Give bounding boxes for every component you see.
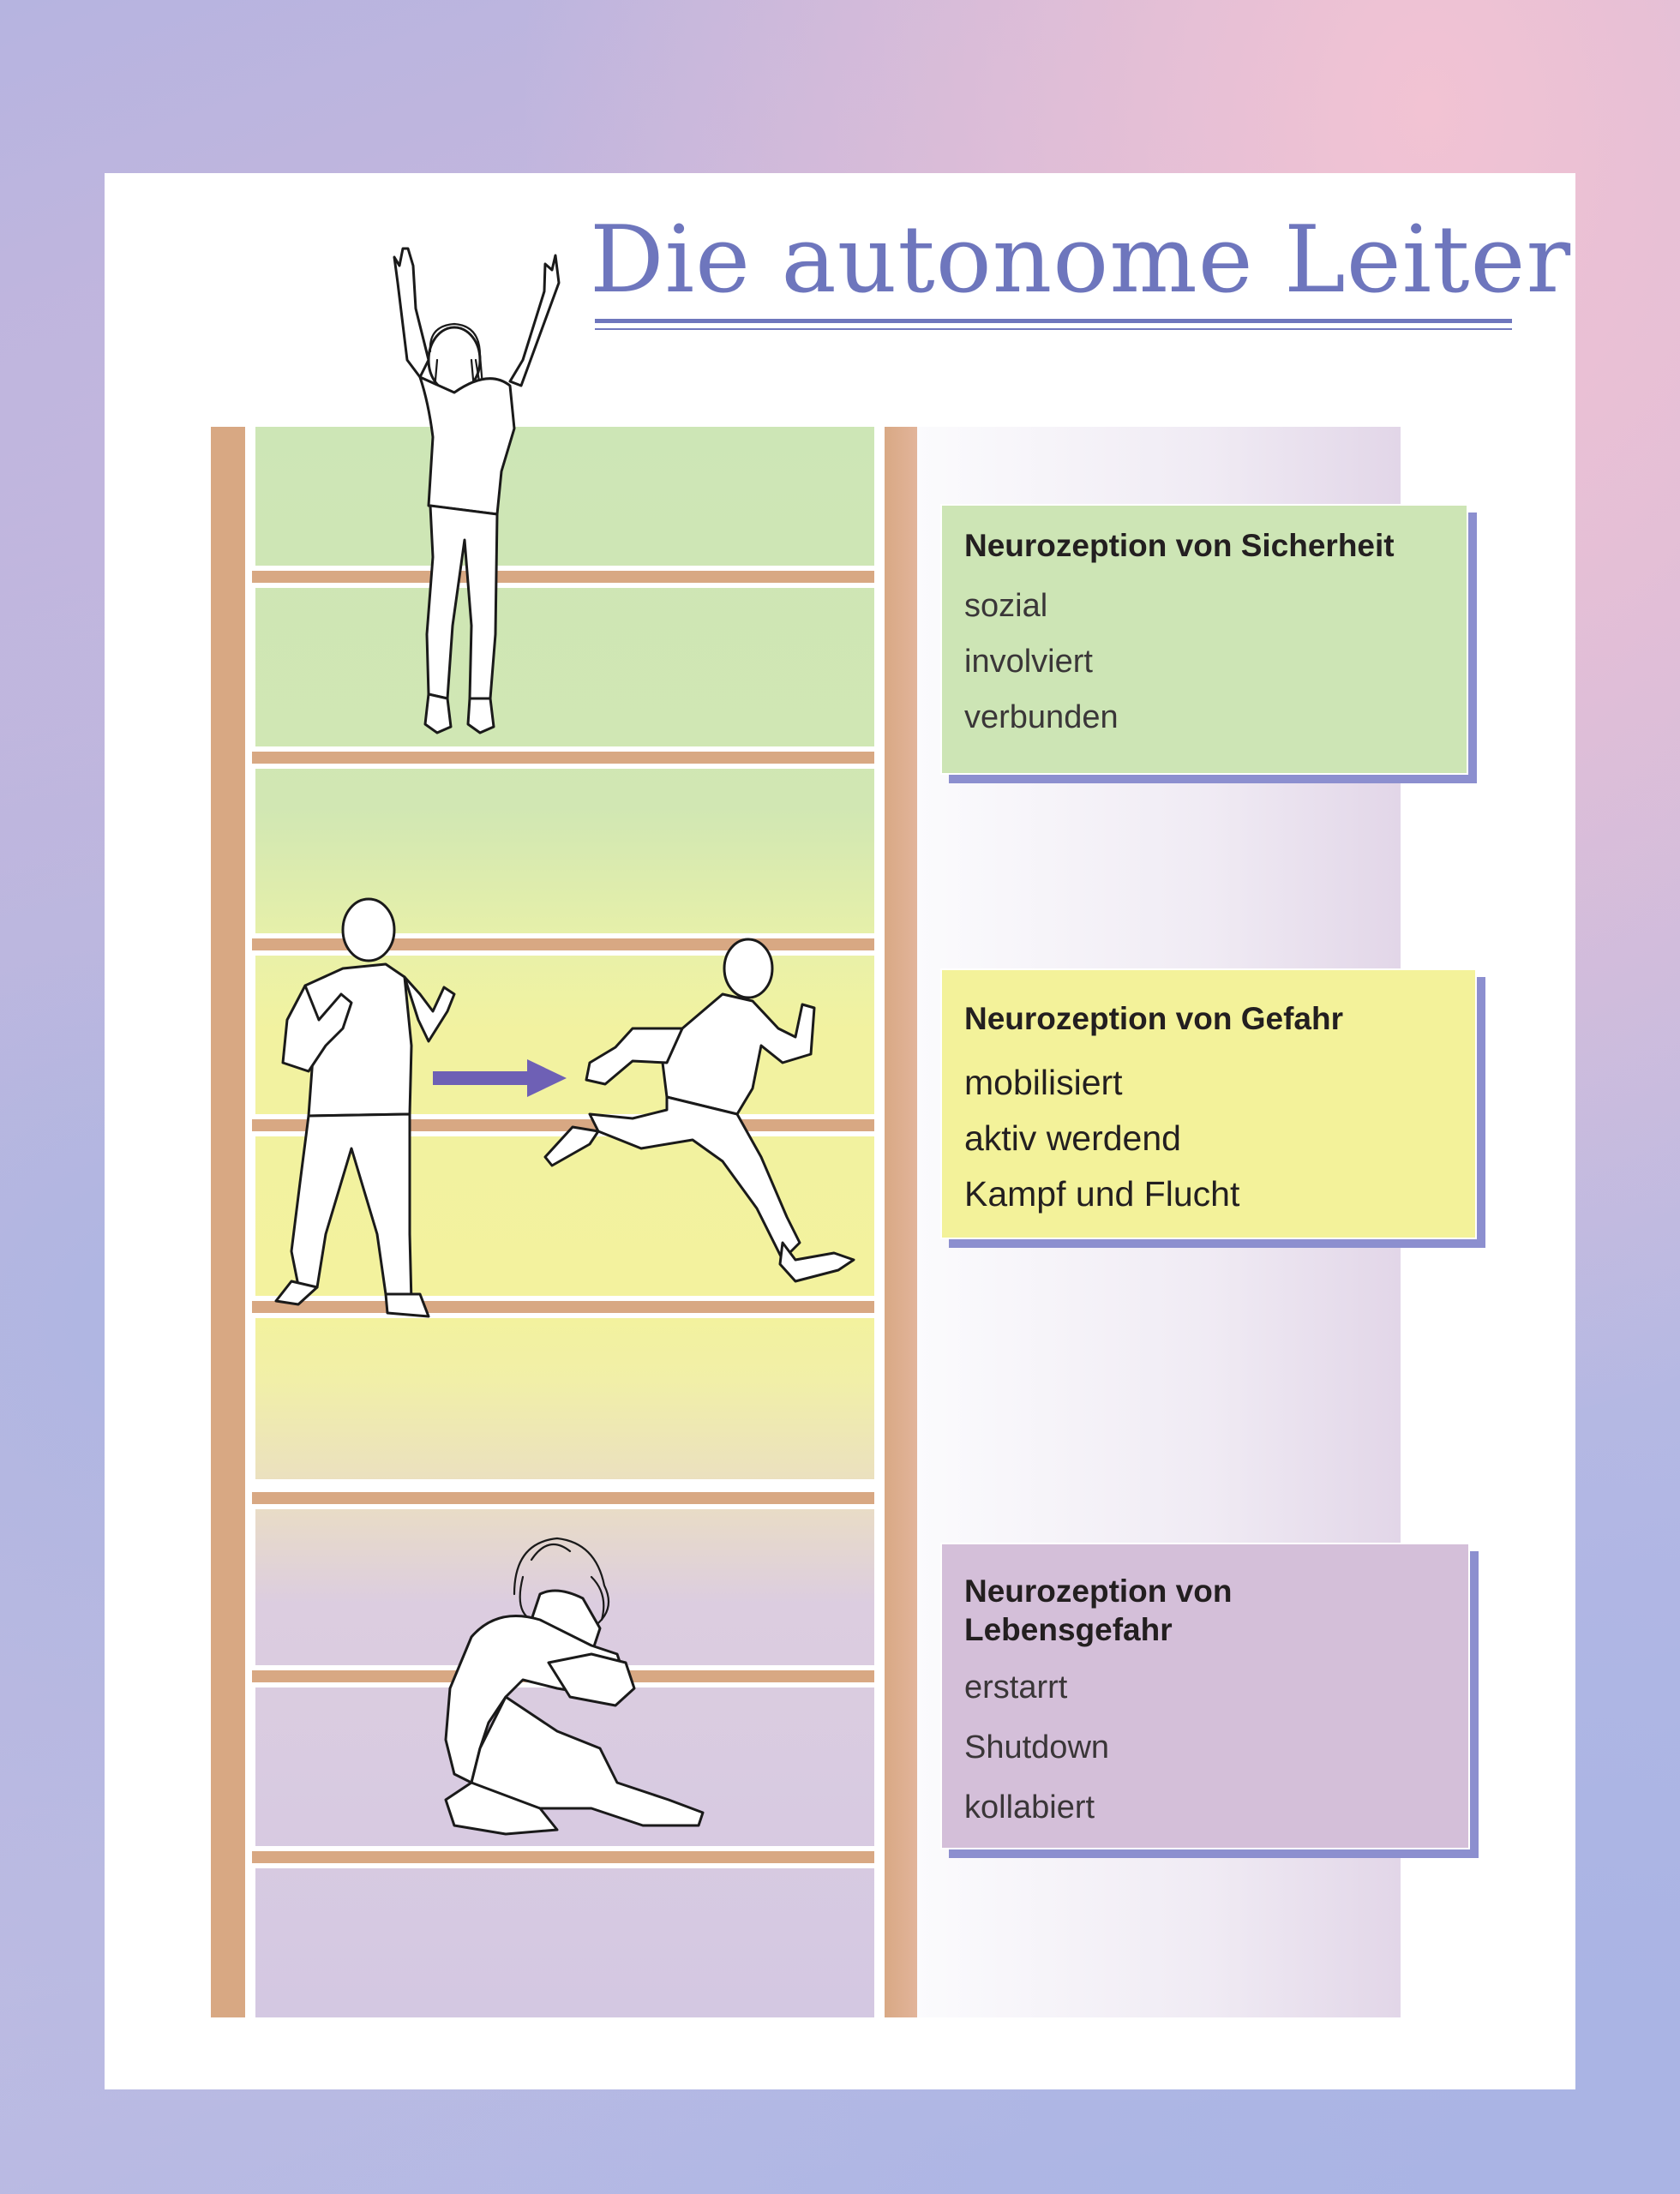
state-heading-safety: Neurozeption von Sicherheit: [964, 528, 1395, 563]
ladder-rung: [252, 1851, 874, 1863]
ladder-rung: [252, 571, 874, 583]
state-item: erstarrt: [964, 1669, 1068, 1706]
state-heading-danger: Neurozeption von Gefahr: [964, 1001, 1343, 1036]
state-heading-life-threat: Neurozeption von Lebensgefahr: [964, 1574, 1233, 1648]
person-arms-raised-icon: [393, 247, 561, 734]
state-box-danger: Neurozeption von Gefahr mobilisiert akti…: [940, 968, 1477, 1239]
ladder-rail-right: [883, 427, 917, 2017]
state-box-life-threat: Neurozeption von Lebensgefahr erstarrt S…: [940, 1543, 1470, 1849]
state-item: Shutdown: [964, 1729, 1110, 1766]
page-title: Die autonome Leiter: [590, 207, 1572, 314]
person-fists-raised-icon: [274, 897, 456, 1318]
state-item: aktiv werdend: [964, 1118, 1181, 1159]
state-item: sozial: [964, 588, 1048, 625]
ladder-rail-gap: [874, 427, 885, 2017]
state-item: involviert: [964, 644, 1093, 680]
title-underline-thin: [595, 328, 1512, 330]
person-running-icon: [543, 938, 855, 1283]
person-crouching-icon: [444, 1537, 705, 1836]
arrow-right-icon: [433, 1059, 567, 1097]
ladder-rung: [252, 938, 874, 950]
ladder-rail-left: [211, 427, 245, 2017]
state-item: mobilisiert: [964, 1063, 1123, 1103]
state-item: Kampf und Flucht: [964, 1174, 1240, 1214]
state-item: verbunden: [964, 699, 1119, 736]
ladder-rung: [252, 752, 874, 764]
ladder-rung: [252, 1492, 874, 1504]
ladder-rail-gap: [245, 427, 255, 2017]
state-box-safety: Neurozeption von Sicherheit sozial invol…: [940, 504, 1468, 775]
title-underline: [595, 319, 1512, 323]
state-item: kollabiert: [964, 1789, 1095, 1826]
